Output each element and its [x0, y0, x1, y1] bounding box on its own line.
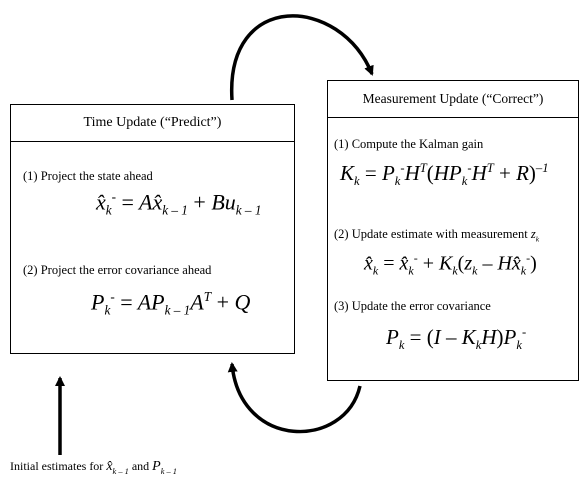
measurement-update-box: Measurement Update (“Correct”) (1) Compu… — [327, 80, 579, 381]
measurement-update-title: Measurement Update (“Correct”) — [328, 81, 578, 118]
predict-to-correct-arrow — [230, 14, 374, 101]
correct-to-predict-arrow — [227, 362, 362, 434]
state-projection-equation: x̂k- = Ax̂k – 1 + Buk – 1 — [96, 189, 262, 218]
time-update-title: Time Update (“Predict”) — [11, 105, 294, 142]
time-update-step-2: (2) Project the error covariance ahead — [23, 263, 212, 277]
kalman-gain-equation: Kk = Pk-HT(HPk-HT + R)–1 — [340, 161, 549, 189]
time-update-step-1: (1) Project the state ahead — [23, 169, 153, 183]
measurement-update-step-1: (1) Compute the Kalman gain — [334, 137, 484, 151]
initial-estimates-text: Initial estimates for — [10, 459, 104, 473]
measurement-update-step-3: (3) Update the error covariance — [334, 299, 491, 313]
covariance-projection-equation: Pk- = APk – 1AT + Q — [91, 289, 251, 318]
measurement-update-step-2: (2) Update estimate with measurement zk — [334, 227, 540, 244]
covariance-update-equation: Pk = (I – KkH)Pk- — [386, 325, 527, 353]
state-update-equation: x̂k = x̂k- + Kk(zk – Hx̂k-) — [364, 251, 537, 278]
time-update-box: Time Update (“Predict”) (1) Project the … — [10, 104, 295, 354]
measurement-update-step-2-text: (2) Update estimate with measurement — [334, 227, 528, 241]
initial-estimates-and: and — [131, 459, 150, 473]
initial-estimates-label: Initial estimates for x̂k – 1 and Pk – 1 — [10, 459, 177, 476]
